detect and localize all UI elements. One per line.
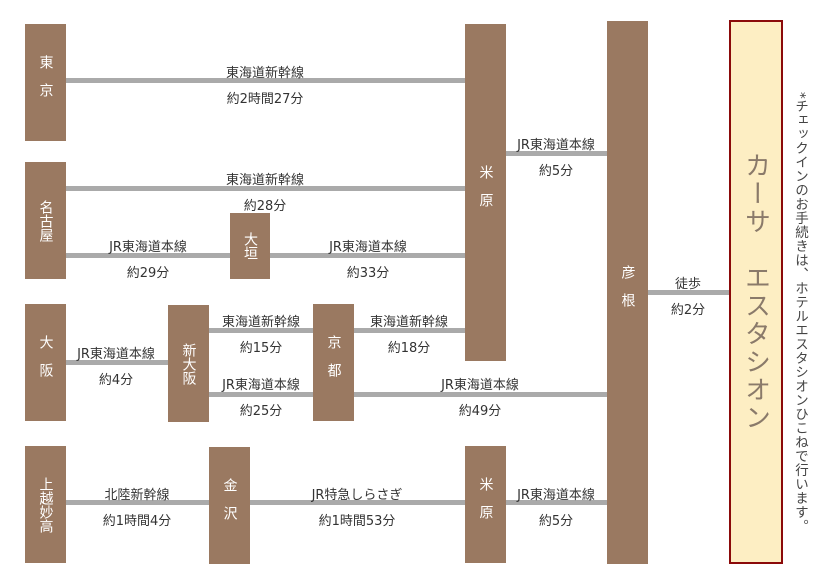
route-time: 約33分 <box>346 266 390 281</box>
route-line-name: JR東海道本線 <box>222 378 300 393</box>
route-line-tokyo-maibara <box>66 78 465 83</box>
route-time: 約1時間4分 <box>102 514 172 529</box>
route-time: 約28分 <box>243 199 287 214</box>
route-line-osaka-shinosaka <box>66 360 168 365</box>
route-line-name: JR特急しらさぎ <box>311 488 403 503</box>
station-label: 米原 <box>477 476 494 533</box>
route-time: 約2分 <box>670 303 706 318</box>
station-label: 金沢 <box>221 477 238 534</box>
station-label: 大垣 <box>242 232 258 260</box>
destination-casa-estacion: カーサ エスタシオン <box>729 20 783 564</box>
route-time: 約5分 <box>538 164 574 179</box>
route-time: 約4分 <box>98 373 134 388</box>
route-line-name: JR東海道本線 <box>517 488 595 503</box>
route-line-name: 東海道新幹線 <box>225 66 305 81</box>
station-ogaki: 大垣 <box>230 213 270 279</box>
route-line-nagoya-ogaki <box>66 253 230 258</box>
station-label: 彦根 <box>619 264 636 321</box>
route-line-maibara-hikone-2 <box>506 500 607 505</box>
route-time: 約29分 <box>126 266 170 281</box>
route-line-name: 徒歩 <box>674 277 702 292</box>
station-joetsu-myoko: 上越妙高 <box>25 446 66 563</box>
route-time: 約18分 <box>387 341 431 356</box>
route-line-maibara-hikone <box>506 151 607 156</box>
destination-label: カーサ エスタシオン <box>740 152 771 432</box>
route-line-joetsu-kanazawa <box>66 500 209 505</box>
station-kanazawa: 金沢 <box>209 447 250 564</box>
route-line-kyoto-maibara <box>354 328 465 333</box>
station-label: 米原 <box>477 164 494 221</box>
route-line-name: JR東海道本線 <box>109 240 187 255</box>
route-line-name: 北陸新幹線 <box>104 488 170 503</box>
route-line-name: 東海道新幹線 <box>221 315 301 330</box>
station-label: 東京 <box>37 54 54 111</box>
route-line-name: 東海道新幹線 <box>369 315 449 330</box>
route-time: 約15分 <box>239 341 283 356</box>
route-line-nagoya-maibara <box>66 186 465 191</box>
station-label: 上越妙高 <box>37 476 54 533</box>
station-shin-osaka: 新大阪 <box>168 305 209 422</box>
station-tokyo: 東京 <box>25 24 66 141</box>
route-time: 約5分 <box>538 514 574 529</box>
route-line-ogaki-maibara <box>270 253 465 258</box>
route-line-kyoto-hikone <box>354 392 607 397</box>
route-line-shinosaka-kyoto-jr <box>209 392 313 397</box>
station-osaka: 大阪 <box>25 304 66 421</box>
route-line-kanazawa-maibara <box>250 500 465 505</box>
station-maibara-bottom: 米原 <box>465 446 506 563</box>
station-nagoya: 名古屋 <box>25 162 66 279</box>
route-time: 約49分 <box>458 404 502 419</box>
route-time: 約1時間53分 <box>318 514 396 529</box>
route-line-shinosaka-kyoto-shinkansen <box>209 328 313 333</box>
route-line-name: JR東海道本線 <box>517 138 595 153</box>
route-time: 約25分 <box>239 404 283 419</box>
station-label: 名古屋 <box>37 199 54 242</box>
station-maibara-top: 米原 <box>465 24 506 361</box>
route-line-hikone-casa <box>648 290 729 295</box>
route-time: 約2時間27分 <box>226 92 304 107</box>
route-line-name: 東海道新幹線 <box>225 173 305 188</box>
station-label: 新大阪 <box>180 342 197 385</box>
station-kyoto: 京都 <box>313 304 354 421</box>
route-line-name: JR東海道本線 <box>441 378 519 393</box>
station-label: 大阪 <box>37 334 54 391</box>
station-label: 京都 <box>325 334 342 391</box>
checkin-note: *チェックインのお手続きは、ホテルエスタシオンひこねで行います。 <box>792 92 808 534</box>
route-line-name: JR東海道本線 <box>329 240 407 255</box>
route-line-name: JR東海道本線 <box>77 347 155 362</box>
station-hikone: 彦根 <box>607 21 648 564</box>
